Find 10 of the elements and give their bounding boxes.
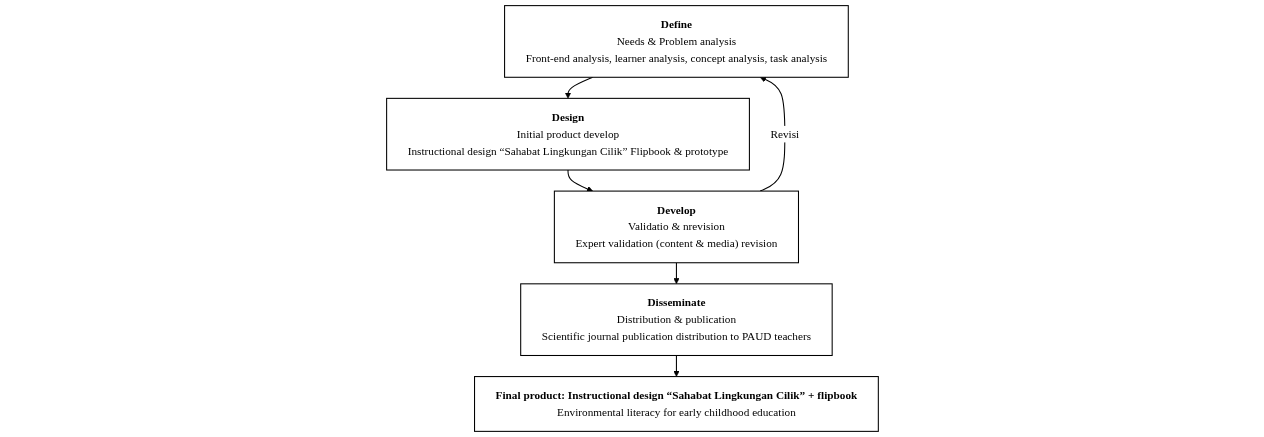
node-box: Design Initial product develop Instructional design “Sahabat Lingkungan Cilik” Flipbook & prototype [385,97,750,171]
node-box: Develop Validatio & nrevision Expert validation (content & media) revision [553,190,799,264]
node-box: Final product: Instructional design “Sahabat Lingkungan Cilik” + flipbook Environmental literacy for early childhood education [473,376,879,432]
arrow [567,169,593,192]
arrow [672,262,680,285]
node-box: Disseminate Distribution & publication Scientific journal publication distribution to PAUD teachers [519,283,833,356]
edge-label: Revisi [770,127,799,140]
node-box: Define Needs & Problem analysis Front-end analysis, learner analysis, concept analysis, task analysis [503,5,849,78]
arrow [564,76,593,99]
arrow [672,354,680,377]
